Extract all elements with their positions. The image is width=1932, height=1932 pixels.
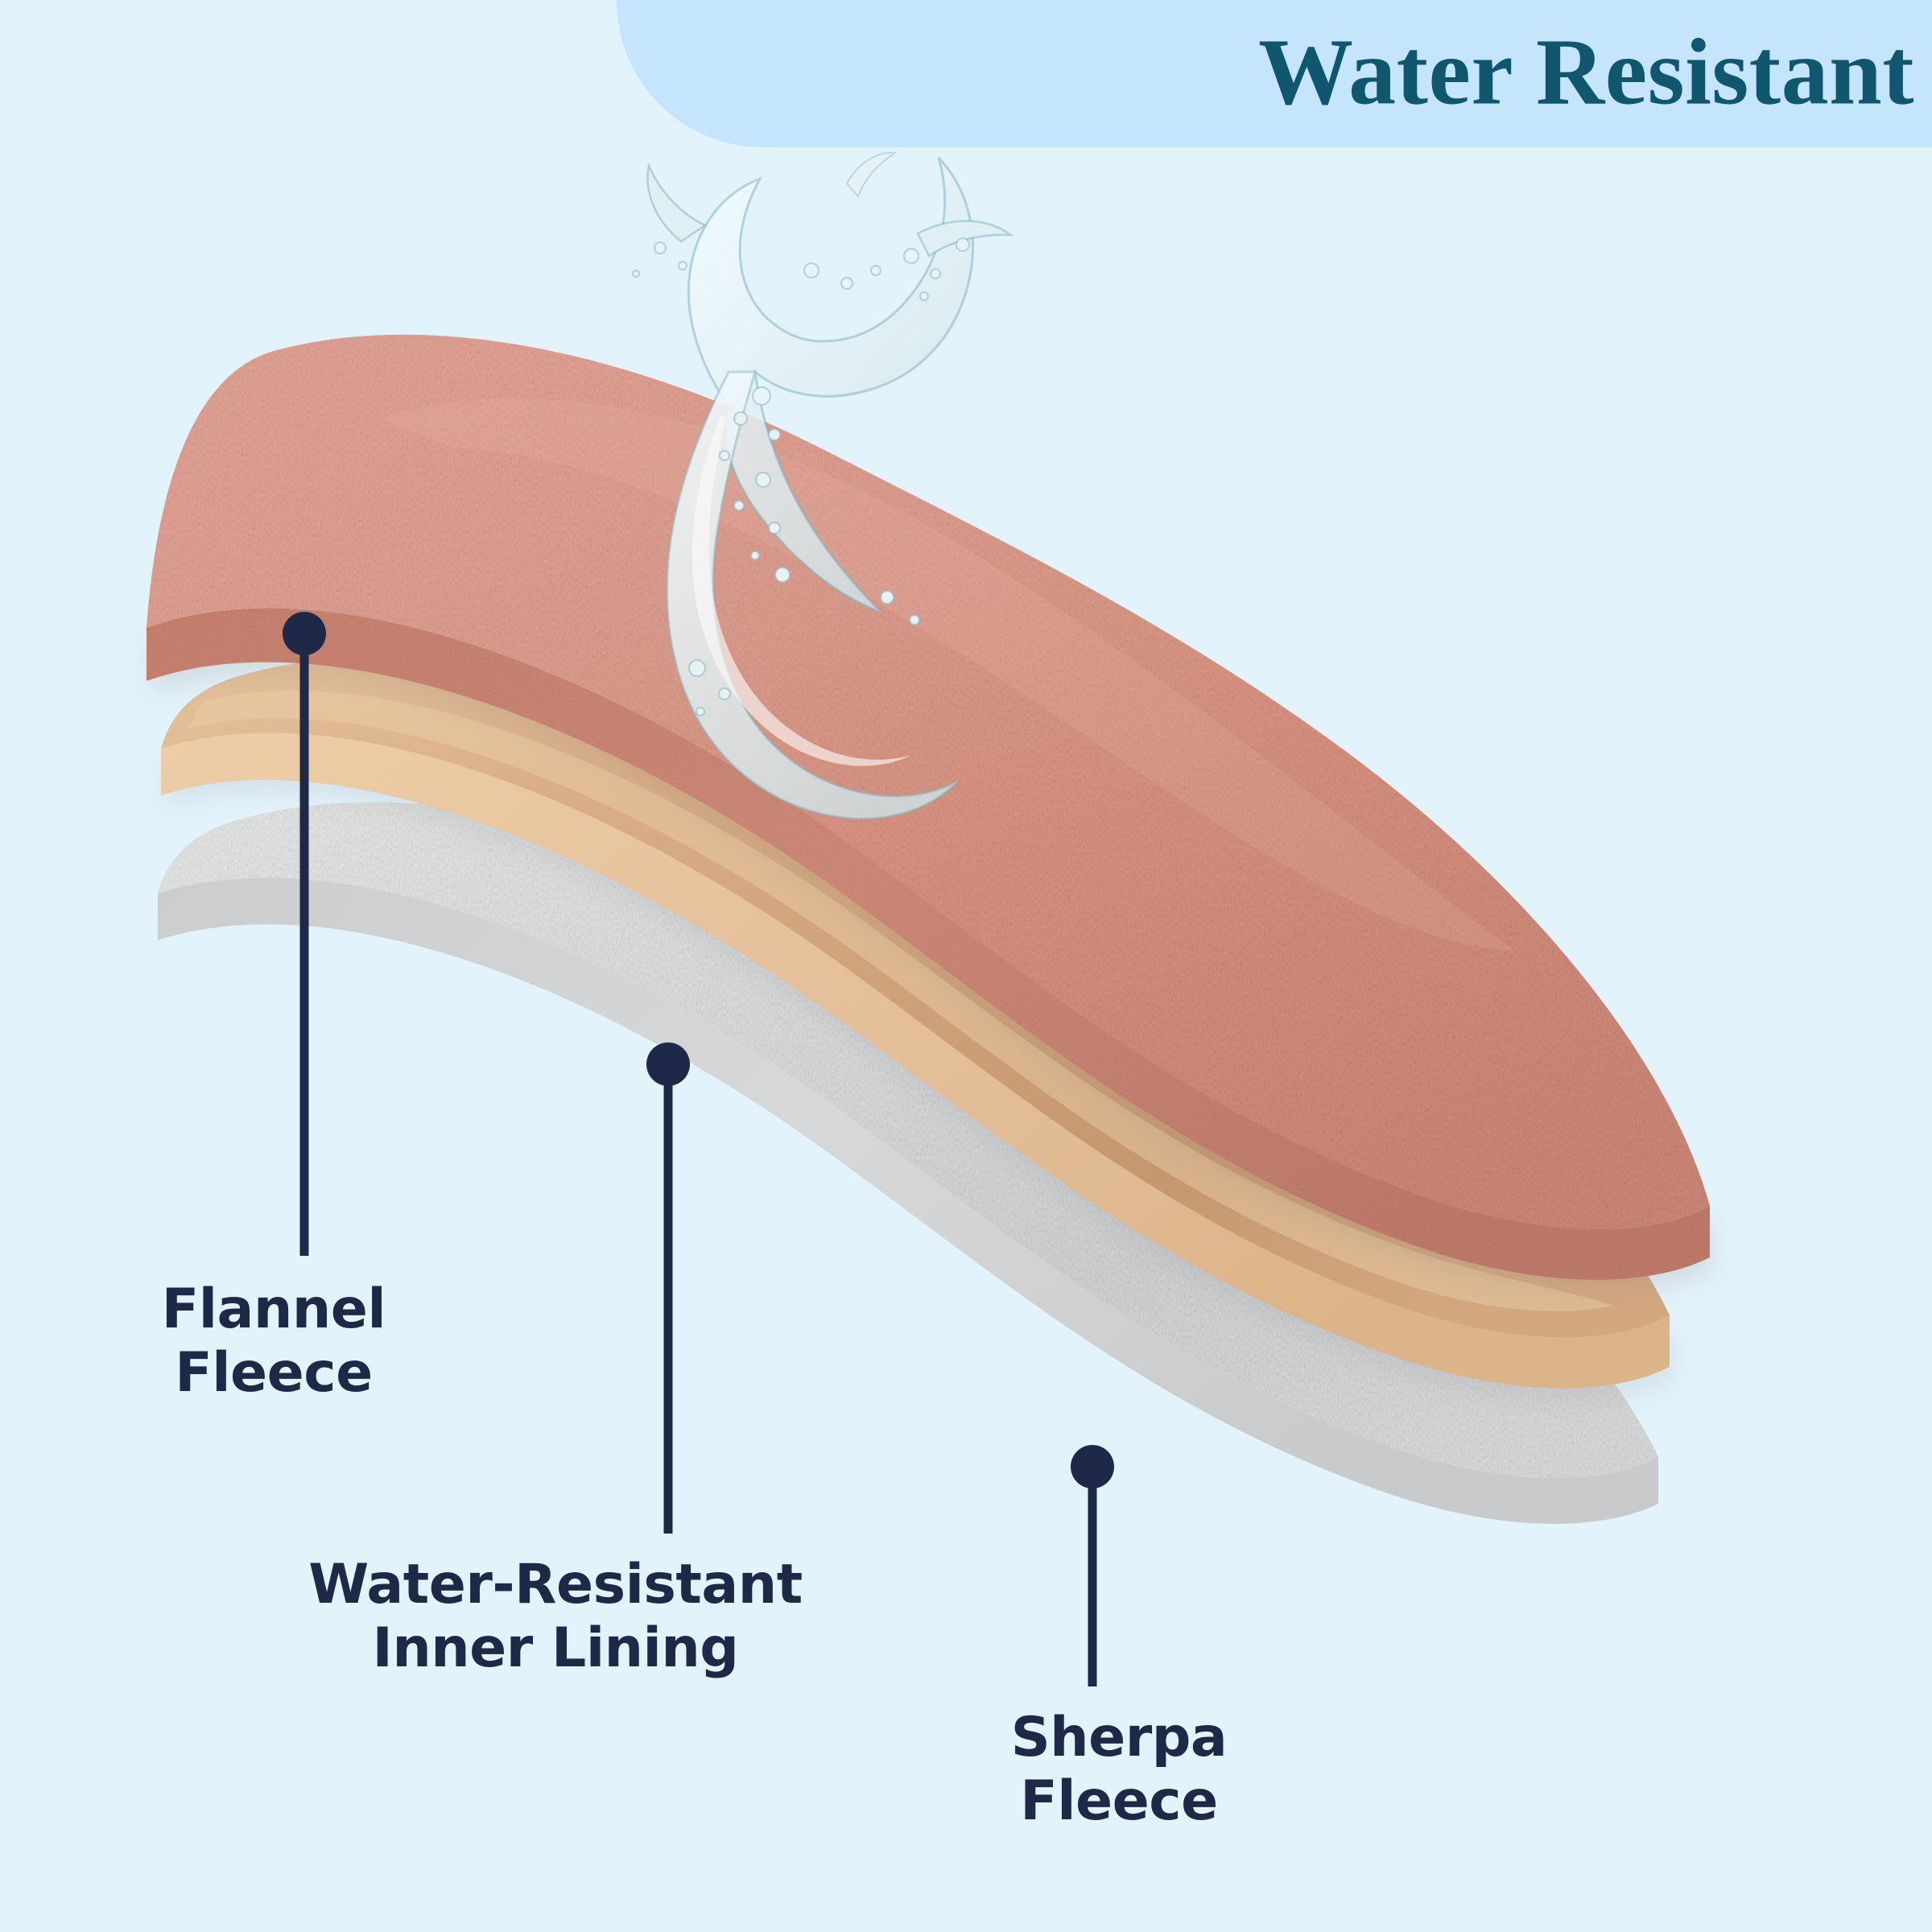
callout-label-sherpa-fleece: Sherpa Fleece xyxy=(1010,1706,1228,1833)
callout-label-flannel-fleece: Flannel Fleece xyxy=(161,1278,386,1405)
callout-leaders xyxy=(283,612,1114,1686)
splash-wisp-top xyxy=(845,151,898,198)
lining-edge xyxy=(161,733,1670,1389)
flannel-edge xyxy=(147,608,1710,1280)
splash-wisp-left xyxy=(646,162,708,243)
leader-lining xyxy=(646,1042,690,1534)
flannel-sheen xyxy=(378,398,1513,950)
water-splash xyxy=(631,151,1015,820)
leader-dot-flannel xyxy=(283,612,326,655)
leader-sherpa xyxy=(1071,1445,1114,1686)
leader-dot-sherpa xyxy=(1071,1445,1114,1488)
callout-label-water-resistant-inner-lining: Water-Resistant Inner Lining xyxy=(308,1553,803,1680)
splash-ribbon xyxy=(687,156,975,613)
flannel-surface xyxy=(147,334,1710,1229)
sherpa-edge xyxy=(158,877,1658,1524)
title-panel: Water Resistant xyxy=(617,0,1932,147)
splash-core-highlight xyxy=(691,415,911,766)
page-title: Water Resistant xyxy=(1258,19,1914,125)
splash-tail xyxy=(666,370,960,820)
layer-flannel-fleece xyxy=(147,334,1713,1293)
leader-flannel xyxy=(283,612,326,1256)
leader-dot-lining xyxy=(646,1042,690,1086)
splash-droplets xyxy=(631,237,971,717)
